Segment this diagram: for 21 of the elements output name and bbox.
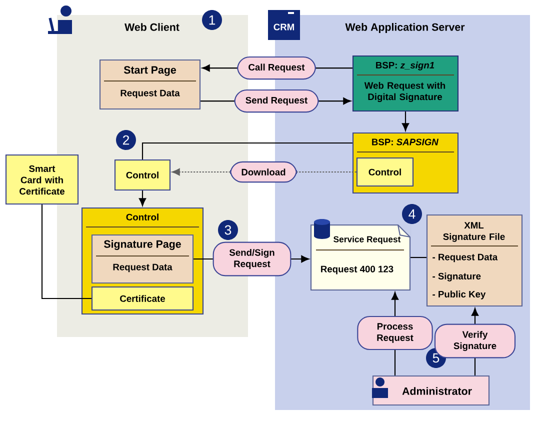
edge-label: Call Request	[237, 56, 316, 80]
process-box: Smart Card with Certificate	[5, 154, 79, 205]
step-number: 3	[218, 220, 238, 240]
arrow	[402, 112, 410, 132]
process-box: XML Signature File - Request Data - Signature - Public Key	[426, 214, 523, 307]
edge-label: Send Request	[234, 89, 319, 113]
process-box: Start Page Request Data	[99, 59, 201, 110]
process-box: BSP: z_sign1 Web Request with Digital Signature	[352, 55, 459, 112]
step-number: 1	[202, 10, 222, 30]
actor-box: Administrator	[372, 375, 490, 406]
process-box: Control	[114, 159, 171, 191]
step-number: 2	[116, 130, 136, 150]
edge-label: Download	[230, 161, 297, 183]
process-box: Signature Page Request Data	[91, 234, 194, 284]
document-box: Service Request Request 400 123	[310, 224, 411, 291]
process-box: Certificate	[91, 286, 194, 311]
step-number: 4	[402, 204, 422, 224]
process-box: Control	[356, 157, 414, 187]
edge-label: Send/Sign Request	[212, 242, 292, 276]
edge-label: Process Request	[357, 316, 433, 350]
arrow	[138, 190, 146, 206]
